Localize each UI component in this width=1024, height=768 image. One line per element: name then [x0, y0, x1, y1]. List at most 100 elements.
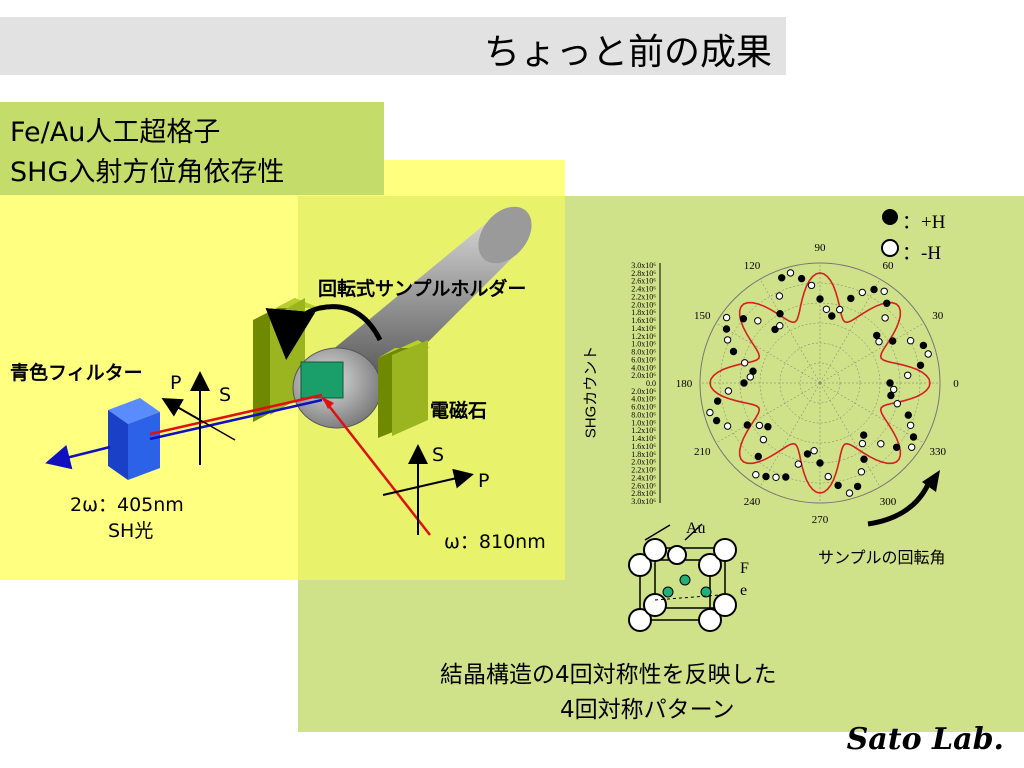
polar-chart: 0.02.0x10⁶2.0x10⁶4.0x10⁶4.0x10⁶6.0x10⁶6.… [631, 242, 960, 526]
fe-label-2: e [740, 582, 748, 599]
radial-tick-label: 0.0 [646, 379, 656, 388]
radial-tick-label: 1.4x10⁶ [631, 324, 656, 333]
radial-tick-label: 2.8x10⁶ [631, 269, 656, 278]
data-point-plus-h [816, 295, 824, 303]
data-point-plus-h [771, 325, 779, 334]
angle-label: 210 [694, 446, 711, 458]
radial-tick-label: 8.0x10⁶ [631, 410, 656, 419]
radial-tick-label: 2.2x10⁶ [631, 466, 656, 475]
output-red-beam [149, 393, 323, 436]
grid-spoke [819, 322, 925, 384]
data-point-plus-h [776, 310, 784, 318]
data-point-plus-h [904, 411, 912, 419]
data-point-plus-h [764, 423, 772, 431]
radial-tick-label: 2.0x10⁶ [631, 458, 656, 467]
data-point-plus-h [828, 312, 836, 320]
data-point-plus-h [853, 482, 862, 491]
rotation-angle-label: サンプルの回転角 [818, 548, 946, 567]
radial-tick-label: 3.0x10⁶ [631, 261, 656, 270]
data-point-plus-h [909, 433, 918, 441]
radial-tick-label: 1.8x10⁶ [631, 308, 656, 317]
heading-box [0, 102, 384, 195]
magnet-right [378, 340, 430, 438]
data-point-plus-h [762, 472, 770, 481]
radial-tick-label: 2.6x10⁶ [631, 481, 656, 490]
data-point-minus-h [881, 314, 889, 322]
radial-tick-label: 1.8x10⁶ [631, 450, 656, 459]
radial-tick-label: 4.0x10⁶ [631, 363, 656, 372]
data-point-minus-h [822, 305, 831, 314]
blue-filter [108, 398, 160, 480]
s-in-label: S [432, 444, 445, 466]
output-blue-beam-inner [149, 398, 323, 441]
angle-label: 0 [953, 378, 959, 390]
data-point-minus-h [775, 292, 784, 300]
data-point-minus-h [807, 281, 816, 290]
grid-spoke [819, 382, 925, 444]
fe-label-1: F [740, 560, 749, 577]
data-point-minus-h [741, 359, 749, 367]
data-point-plus-h [873, 331, 881, 340]
data-point-plus-h [847, 294, 855, 303]
radial-tick-label: 2.6x10⁶ [631, 277, 656, 286]
grid-ring [699, 262, 941, 504]
data-point-minus-h [772, 473, 780, 482]
s-out-label: S [219, 384, 232, 406]
data-point-plus-h [713, 397, 722, 405]
data-point-minus-h [706, 408, 714, 417]
data-point-minus-h [810, 447, 818, 455]
legend-minus-h: ：-H [902, 243, 942, 264]
angle-label: 240 [744, 496, 761, 508]
angle-label: 60 [883, 260, 895, 272]
data-point-plus-h [782, 473, 790, 481]
sample [300, 361, 344, 399]
polar-points [706, 269, 932, 497]
rotation-direction-arrow [867, 470, 940, 527]
radial-tick-label: 1.0x10⁶ [631, 418, 656, 427]
radial-tick-label: 1.6x10⁶ [631, 442, 656, 451]
data-point-minus-h [836, 305, 844, 314]
data-point-minus-h [746, 373, 755, 381]
data-point-plus-h [887, 391, 895, 400]
data-point-minus-h [924, 350, 932, 358]
input-polarization-axes [382, 444, 474, 535]
radial-tick-label: 2.0x10⁶ [631, 371, 656, 380]
polar-fit-curve [709, 272, 931, 494]
radial-tick-label: 1.4x10⁶ [631, 434, 656, 443]
radial-tick-label: 2.0x10⁶ [631, 300, 656, 309]
fit-curve [709, 272, 931, 494]
heading-line-1: Fe/Au人工超格子 [10, 117, 221, 148]
radial-tick-label: 1.0x10⁶ [631, 340, 656, 349]
radial-tick-label: 8.0x10⁶ [631, 348, 656, 357]
data-point-plus-h [916, 361, 925, 370]
data-point-plus-h [889, 337, 897, 345]
grid-spoke [759, 382, 821, 488]
radial-tick-label: 2.4x10⁶ [631, 473, 656, 482]
radial-tick-label: 2.0x10⁶ [631, 387, 656, 396]
sample-holder-cylinder [292, 206, 532, 429]
radial-tick-label: 4.0x10⁶ [631, 395, 656, 404]
angle-label: 180 [676, 378, 693, 390]
data-point-plus-h [860, 455, 868, 463]
radial-tick-label: 2.8x10⁶ [631, 489, 656, 498]
angle-label: 270 [812, 514, 829, 526]
heading-line-2: SHG入射方位角依存性 [10, 157, 285, 188]
radial-tick-label: 2.2x10⁶ [631, 292, 656, 301]
chart-ylabel: SHGカウント [582, 345, 600, 439]
data-point-minus-h [786, 269, 795, 277]
legend-filled-marker [882, 209, 898, 225]
setup-diagram [45, 206, 532, 536]
data-point-plus-h [816, 459, 824, 467]
data-point-minus-h [890, 385, 898, 394]
data-point-minus-h [858, 439, 867, 448]
data-point-plus-h [743, 421, 752, 429]
data-point-minus-h [857, 468, 866, 476]
p-out-label: P [170, 372, 182, 394]
radial-tick-label: 1.6x10⁶ [631, 316, 656, 325]
lab-logo: Sato Lab. [846, 722, 1004, 757]
data-point-plus-h [778, 274, 786, 282]
data-point-minus-h [755, 421, 764, 430]
data-point-plus-h [754, 452, 763, 461]
data-point-minus-h [759, 435, 768, 444]
